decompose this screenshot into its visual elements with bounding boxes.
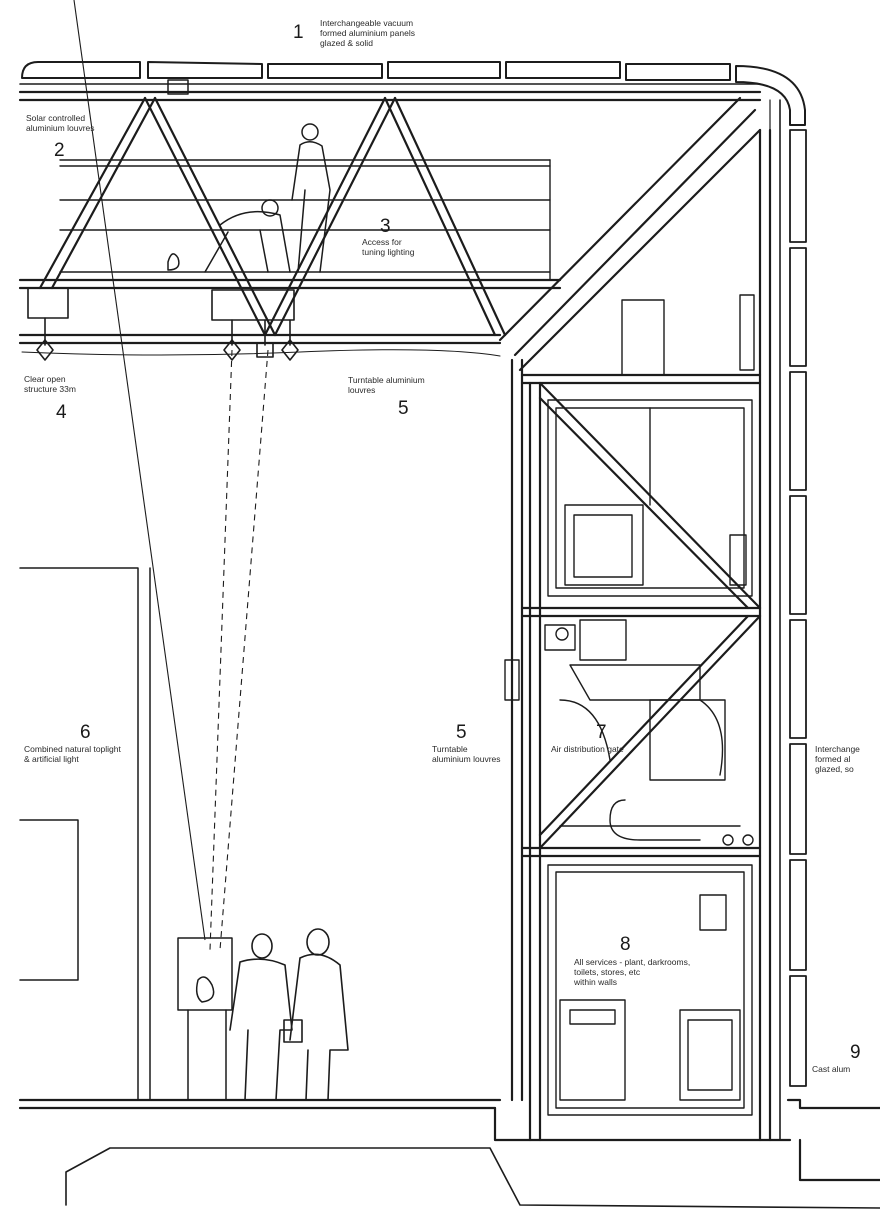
callout-right-line-1: Interchange <box>815 744 860 754</box>
callout-6: 6 Combined natural toplight & artificial… <box>24 722 122 764</box>
gallery-elements <box>19 567 233 1101</box>
roof-panels <box>19 61 806 126</box>
callout-3-line-1: Access for <box>362 237 402 247</box>
callout-8-line-3: within walls <box>573 977 617 987</box>
callout-4-line-1: Clear open <box>24 374 66 384</box>
callout-4-number: 4 <box>56 402 67 423</box>
callout-right-line-3: glazed, so <box>815 764 854 774</box>
roof-maintenance-figures <box>167 123 331 273</box>
callout-1-number: 1 <box>293 22 304 43</box>
callout-7-number: 7 <box>596 722 607 743</box>
lighting-units <box>21 287 501 361</box>
callout-6-number: 6 <box>80 722 91 743</box>
callout-4: Clear open structure 33m 4 <box>24 374 76 423</box>
callout-5-wall-line-1: Turntable <box>432 744 468 754</box>
callout-8: 8 All services - plant, darkrooms, toile… <box>573 934 690 987</box>
callout-2-line-2: aluminium louvres <box>26 123 95 133</box>
callout-right-panels: Interchange formed al glazed, so <box>815 744 860 774</box>
callout-7-line-1: Air distribution gate <box>551 744 624 754</box>
callout-8-line-1: All services - plant, darkrooms, <box>574 957 690 967</box>
callout-2-line-1: Solar controlled <box>26 113 85 123</box>
callout-5-wall-line-2: aluminium louvres <box>432 754 501 764</box>
callout-5-top-line-1: Turntable aluminium <box>348 375 425 385</box>
callout-5-wall-number: 5 <box>456 722 467 743</box>
callout-8-number: 8 <box>620 934 631 955</box>
callout-7: 7 Air distribution gate <box>551 722 624 754</box>
east-wall-panels <box>769 99 807 1141</box>
callout-1-line-3: glazed & solid <box>320 38 373 48</box>
callout-5-wall: 5 Turntable aluminium louvres <box>432 722 501 764</box>
service-floor-1-equipment <box>547 294 755 597</box>
roof-truss <box>18 90 762 372</box>
callout-1-line-1: Interchangeable vacuum <box>320 18 413 28</box>
service-wall-structure <box>510 128 772 1142</box>
services-floor-rooms <box>547 864 753 1116</box>
callout-5-top-line-2: louvres <box>348 385 375 395</box>
callout-9-line-1: Cast alum <box>812 1064 850 1074</box>
callout-1-line-2: formed aluminium panels <box>320 28 415 38</box>
light-sight-lines <box>73 0 269 951</box>
callout-9: 9 Cast alum <box>812 1042 861 1074</box>
callout-2-number: 2 <box>54 140 65 161</box>
ground-and-foundation <box>18 1098 880 1209</box>
roof-walkway <box>59 159 551 281</box>
callout-right-line-2: formed al <box>815 754 851 764</box>
callout-4-line-2: structure 33m <box>24 384 76 394</box>
callout-3-number: 3 <box>380 216 391 237</box>
callout-2: Solar controlled aluminium louvres 2 <box>26 113 95 161</box>
callout-3-line-2: tuning lighting <box>362 247 415 257</box>
callout-9-number: 9 <box>850 1042 861 1063</box>
air-distribution-ducts <box>504 619 754 846</box>
callout-5-top-number: 5 <box>398 398 409 419</box>
visitor-figures <box>229 928 349 1101</box>
callout-3: 3 Access for tuning lighting <box>362 216 415 257</box>
callout-1: 1 Interchangeable vacuum formed aluminiu… <box>293 18 415 48</box>
callout-8-line-2: toilets, stores, etc <box>574 967 641 977</box>
callout-5-top: Turntable aluminium louvres 5 <box>348 375 425 419</box>
callout-6-line-1: Combined natural toplight <box>24 744 122 754</box>
callout-6-line-2: & artificial light <box>24 754 79 764</box>
